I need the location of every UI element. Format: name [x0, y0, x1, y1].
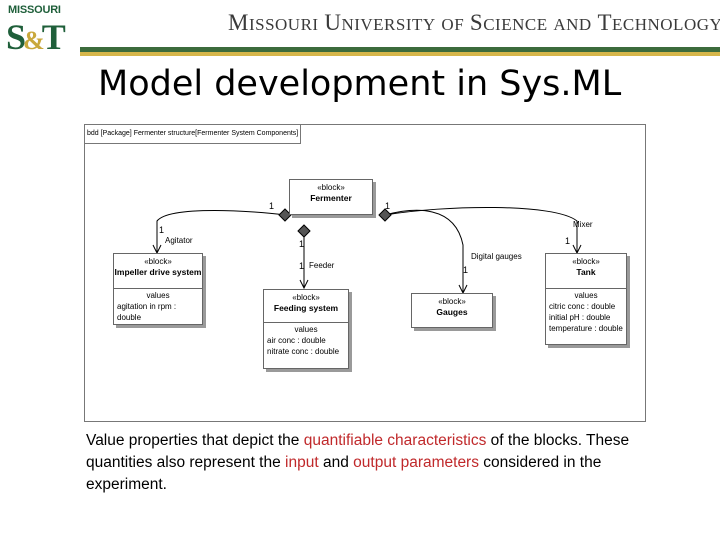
logo-mark: S&T	[6, 16, 66, 58]
role-mixer: Mixer	[573, 220, 593, 229]
caption-part: and	[318, 454, 354, 471]
multiplicity-label: 1	[159, 225, 165, 235]
multiplicity-label: 1	[299, 239, 305, 249]
role-feeder: Feeder	[309, 261, 335, 270]
diagram-connectors	[152, 206, 582, 295]
block-gauges: «block» Gauges	[411, 293, 493, 328]
header-rule-gold	[80, 52, 720, 56]
block-feeding-prop: air conc : double	[267, 336, 326, 345]
block-impeller: «block» Impeller drive system values agi…	[113, 253, 203, 325]
logo-mark-s: S	[6, 17, 26, 57]
composition-diamond-center	[297, 224, 311, 238]
block-feeding-section: values	[294, 325, 318, 334]
university-name: MISSOURI UNIVERSITY OF SCIENCE AND TECHN…	[228, 10, 720, 35]
block-feeding: «block» Feeding system values air conc :…	[263, 289, 349, 369]
block-tank-prop: initial pH : double	[549, 313, 611, 322]
block-tank: «block» Tank values citric conc : double…	[545, 253, 627, 345]
logo-top-text: MISSOURI	[8, 4, 61, 16]
logo-mark-amp: &	[23, 26, 45, 55]
block-fermenter-name: Fermenter	[310, 193, 352, 203]
caption-part: considered in the experiment.	[86, 454, 602, 493]
slide-title: Model development in Sys.ML	[98, 64, 622, 104]
caption-highlight: quantifiable characteristics	[303, 432, 487, 449]
caption-part: of the blocks. These quantities also rep…	[86, 432, 630, 471]
block-tank-name: Tank	[576, 267, 596, 277]
block-impeller-stereotype: «block»	[144, 257, 172, 266]
multiplicity-label: 1	[299, 261, 305, 271]
block-fermenter-stereotype: «block»	[317, 183, 345, 192]
block-fermenter: «block» Fermenter	[289, 179, 373, 215]
multiplicity-label: 1	[463, 265, 469, 275]
role-agitator: Agitator	[165, 236, 193, 245]
block-impeller-section: values	[146, 291, 170, 300]
header-rule-green	[80, 47, 720, 52]
block-feeding-prop: nitrate conc : double	[267, 347, 340, 356]
caption-text: Value properties that depict the quantif…	[86, 430, 646, 496]
block-feeding-name: Feeding system	[273, 303, 339, 313]
caption-highlight: output	[353, 454, 397, 471]
frame-label: bdd [Package] Fermenter structure[Fermen…	[85, 125, 302, 144]
bdd-diagram: bdd [Package] Fermenter structure[Fermen…	[84, 124, 646, 422]
university-logo: MISSOURI S&T	[4, 4, 74, 60]
arrowhead-feeding	[299, 279, 309, 290]
block-gauges-stereotype: «block»	[438, 297, 466, 306]
block-feeding-stereotype: «block»	[292, 293, 320, 302]
logo-mark-t: T	[41, 17, 66, 57]
block-gauges-name: Gauges	[436, 307, 468, 317]
multiplicity-label: 1	[385, 201, 391, 211]
connector-digital-gauges	[384, 209, 464, 292]
role-digital-gauges: Digital gauges	[471, 252, 522, 261]
block-tank-stereotype: «block»	[572, 257, 600, 266]
multiplicity-label: 1	[269, 201, 275, 211]
block-impeller-prop: agitation in rpm : double	[117, 302, 177, 322]
connector-agitator	[156, 210, 286, 252]
block-tank-section: values	[574, 291, 598, 300]
block-tank-prop: temperature : double	[549, 324, 623, 333]
composition-diamond-right	[378, 208, 392, 222]
caption-highlight: input	[285, 454, 319, 471]
multiplicity-label: 1	[565, 236, 571, 246]
caption-highlight: parameters	[400, 454, 479, 471]
composition-diamond-left	[278, 208, 292, 222]
caption-part: Value properties that depict the	[86, 432, 304, 449]
connector-mixer	[384, 206, 578, 252]
block-tank-prop: citric conc : double	[549, 302, 616, 311]
block-impeller-name: Impeller drive system	[114, 267, 202, 277]
